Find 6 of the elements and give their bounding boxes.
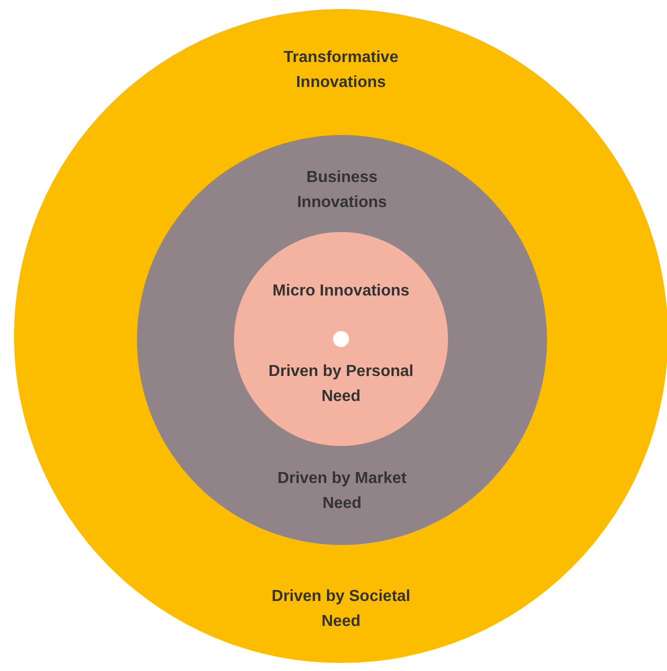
- driver-label: Driven by Market Need: [276, 469, 408, 514]
- driver-label: Driven by Societal Need: [270, 587, 412, 632]
- driver-label: Driven by Personal Need: [268, 362, 414, 407]
- innovation-type-label: Micro Innovations: [272, 282, 410, 302]
- innovation-type-label: Business Innovations: [296, 168, 388, 213]
- innovation-type-label: Transformative Innovations: [282, 48, 400, 93]
